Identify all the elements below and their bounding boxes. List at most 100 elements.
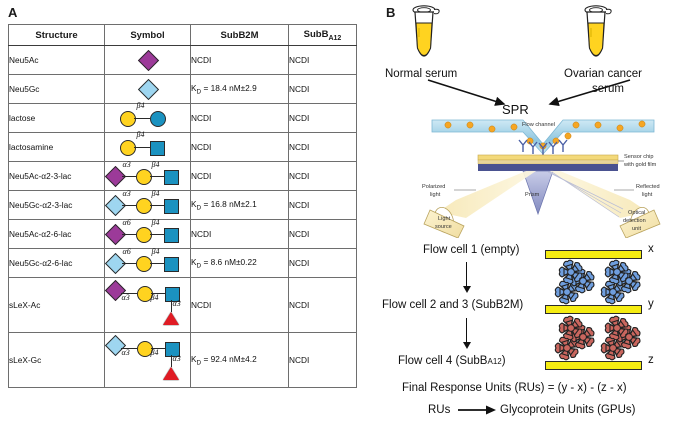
subba12-protein-rosette <box>598 333 628 363</box>
fucose-link <box>170 355 172 367</box>
prism-label: Prism <box>525 192 540 198</box>
subb2m-protein-rosette <box>602 257 632 287</box>
conversion-left-label: RUs <box>428 404 451 416</box>
flow-cell-2-3-marker: y <box>648 298 654 310</box>
conversion-right-label: Glycoprotein Units (GPUs) <box>500 404 636 416</box>
sialic-link <box>120 293 137 295</box>
glcnac-square <box>164 286 180 302</box>
fucose-link <box>170 300 172 312</box>
panel-a-letter: A <box>8 5 18 20</box>
sensor-chip-label-line1: Sensor chip <box>624 154 654 160</box>
structure-name-cell: Neu5Ac-α2-6-lac <box>8 219 105 249</box>
glycosidic-link <box>150 293 165 295</box>
subba12-protein-rosette <box>556 313 586 343</box>
subb2m-value-cell: NCDI <box>190 277 289 333</box>
glycan-symbol <box>106 48 190 72</box>
column-header-structure: Structure <box>8 24 105 46</box>
flow-cell-1-gold-bar <box>545 250 642 259</box>
spr-instrument-diagram: Flow channel Sensor chip with gold film … <box>418 114 668 239</box>
column-header-subb2m: SubB2M <box>190 24 289 46</box>
symbol-cell <box>104 74 191 104</box>
sialic-link <box>121 263 136 265</box>
beta4-label: β4 <box>151 160 160 169</box>
structure-name-cell: lactose <box>8 103 105 133</box>
subb2m-value-cell: KD = 16.8 nM±2.1 <box>190 190 289 220</box>
glucose-circle <box>149 111 166 127</box>
cancer-serum-label-line1: Ovarian cancer <box>564 68 642 80</box>
subb2m-value-cell: NCDI <box>190 219 289 249</box>
glycosidic-link <box>149 205 164 207</box>
structure-name-cell: sLeX-Ac <box>8 277 105 333</box>
alpha3-fucose-label: α3 <box>172 354 181 363</box>
subba12-value-cell: NCDI <box>288 248 357 278</box>
structure-name-cell: Neu5Gc <box>8 74 105 104</box>
glcnac-square <box>163 227 179 243</box>
alpha-linkage-label: α3 <box>122 160 131 169</box>
neu5gc-diamond <box>137 78 159 101</box>
flow-cell-4-label: Flow cell 4 (SubBA12) <box>398 355 506 367</box>
flow-cell-2-3-label: Flow cell 2 and 3 (SubB2M) <box>382 299 524 311</box>
flow-cell-1-marker: x <box>648 243 654 255</box>
symbol-cell: α6 β4 <box>104 247 191 278</box>
light-source-label-line1: Light <box>438 216 451 222</box>
flow-cell-4-marker: z <box>648 354 654 366</box>
symbol-cell: α3 β4 <box>104 160 191 191</box>
alpha-linkage-label: α6 <box>122 218 131 227</box>
subb2m-value-cell: KD = 92.4 nM±4.2 <box>190 332 289 388</box>
glcnac-square <box>149 140 165 156</box>
neu5ac-diamond <box>137 49 159 72</box>
reflected-light-label-line2: light <box>642 192 653 198</box>
glycosidic-link <box>149 263 164 265</box>
glycosidic-link <box>133 118 150 120</box>
beta4-label: β4 <box>150 348 159 357</box>
fucose-triangle <box>162 367 179 380</box>
polarized-light-label-line2: light <box>430 192 441 198</box>
column-header-symbol: Symbol <box>104 24 191 46</box>
workflow-arrow-2-line <box>466 318 468 344</box>
glycan-symbol: β4 <box>106 130 190 159</box>
symbol-cell: β4 <box>104 130 191 162</box>
glycan-symbol: α3 β4 <box>104 160 190 188</box>
beta4-label: β4 <box>151 247 160 256</box>
structure-name-cell: Neu5Ac <box>8 45 105 75</box>
sensor-chip-label-line2: with gold film <box>624 162 657 168</box>
glcnac-square <box>164 341 180 357</box>
glycan-symbol <box>106 77 190 101</box>
subba12-value-cell: NCDI <box>288 332 357 388</box>
structure-name-cell: Neu5Ac-α2-3-lac <box>8 161 105 191</box>
beta4-label: β4 <box>151 189 160 198</box>
response-units-formula: Final Response Units (RUs) = (y - x) - (… <box>402 382 627 394</box>
glycosidic-link <box>133 147 150 149</box>
subba12-value-cell: NCDI <box>288 277 357 333</box>
polarized-light-label-line1: Polarized <box>422 184 446 190</box>
sialic-link <box>120 348 137 350</box>
glycan-symbol: α6 β4 <box>104 247 190 275</box>
flow-channel-label: Flow channel <box>522 122 555 128</box>
subba12-value-cell: NCDI <box>288 219 357 249</box>
light-source-label-line2: source <box>435 224 452 230</box>
alpha-linkage-label: α6 <box>122 247 131 256</box>
subba12-value-cell: NCDI <box>288 132 357 162</box>
structure-name-cell: sLeX-Gc <box>8 332 105 388</box>
reflected-light-label-line1: Reflected <box>636 184 660 190</box>
normal-serum-tube-icon <box>412 5 440 57</box>
workflow-arrow-2-head <box>462 342 471 349</box>
subb2m-value-cell: NCDI <box>190 161 289 191</box>
glycosidic-link <box>149 234 164 236</box>
glycan-symbol: β4 <box>106 101 190 130</box>
conversion-arrow-icon <box>458 405 496 415</box>
column-header-subba12: SubBA12 <box>288 24 357 46</box>
flow-cell-2-3-gold-bar <box>545 305 642 314</box>
structure-name-cell: lactosamine <box>8 132 105 162</box>
subb2m-value-cell: NCDI <box>190 132 289 162</box>
subba12-value-cell: NCDI <box>288 74 357 104</box>
